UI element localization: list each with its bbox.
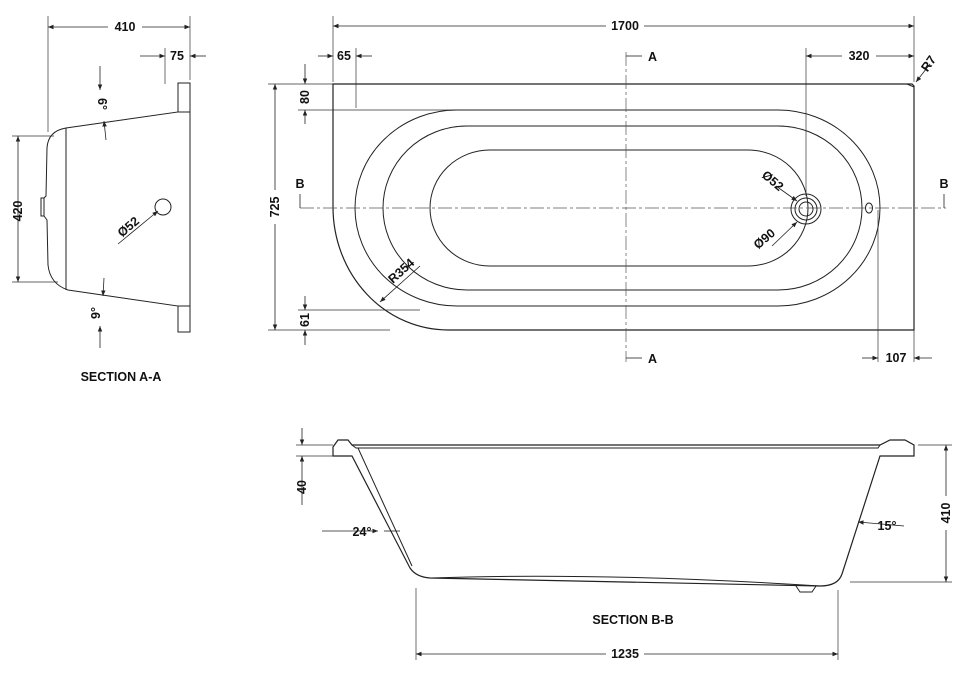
section-b-marker-right: B <box>939 177 948 191</box>
section-a-rim-label: 75 <box>170 49 184 63</box>
section-a-angle-bottom: 9° <box>89 307 103 319</box>
section-b-b-view: 40 410 24° 15° 1235 SECTION B-B <box>295 428 956 661</box>
section-a-width-label: 410 <box>115 20 136 34</box>
section-b-angle-left: 24° <box>353 525 372 539</box>
overall-width-label: 725 <box>268 197 282 218</box>
section-b-height-label: 410 <box>939 503 953 524</box>
waste-offset-label: 320 <box>849 49 870 63</box>
section-b-marker-left: B <box>295 177 304 191</box>
waste-right-label: 107 <box>886 351 907 365</box>
section-a-title: SECTION A-A <box>81 370 162 384</box>
section-a-angle-top: 6° <box>95 98 109 110</box>
rim-left-label: 65 <box>337 49 351 63</box>
section-b-angle-right: 15° <box>878 519 897 533</box>
overall-length-label: 1700 <box>611 19 639 33</box>
rim-depth-label: 40 <box>295 480 309 494</box>
section-a-marker-top: A <box>648 50 657 64</box>
section-a-a-view: 410 75 420 6° 9° Ø52 SECTION A-A <box>11 16 206 384</box>
section-a-hole-label: Ø52 <box>115 214 142 240</box>
waste-outer-diameter-label: Ø90 <box>751 226 778 252</box>
corner-radius-label: R7 <box>918 53 939 74</box>
section-b-title: SECTION B-B <box>592 613 673 627</box>
section-a-height-label: 420 <box>11 201 25 222</box>
plan-view: 1700 65 320 R7 725 80 61 <box>266 16 949 366</box>
rim-top-label: 80 <box>298 90 312 104</box>
rim-bottom-label: 61 <box>298 313 312 327</box>
end-radius-label: R354 <box>386 256 418 286</box>
base-length-label: 1235 <box>611 647 639 661</box>
section-a-marker-bottom: A <box>648 352 657 366</box>
